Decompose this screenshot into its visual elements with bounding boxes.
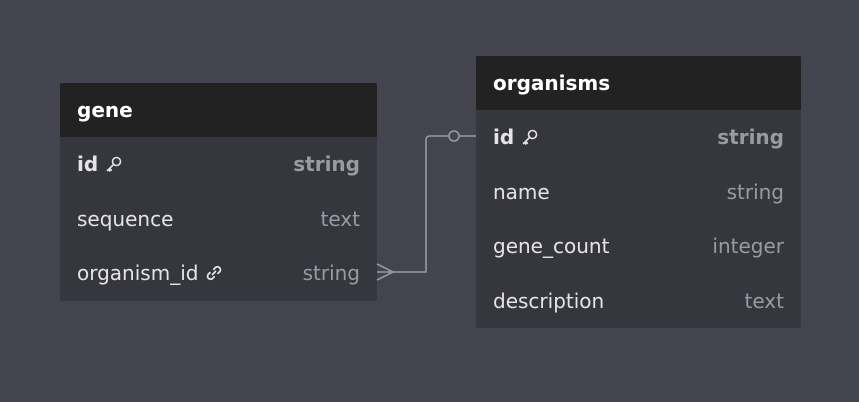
column-name: organism_id bbox=[77, 261, 199, 286]
link-icon bbox=[205, 264, 223, 282]
column-name: name bbox=[493, 179, 550, 204]
table-header-organisms[interactable]: organisms bbox=[476, 56, 801, 110]
column-type: string bbox=[717, 125, 784, 150]
column-type: string bbox=[726, 179, 784, 204]
table-organisms[interactable]: organisms id string name string gene_cou… bbox=[476, 56, 801, 328]
key-icon bbox=[521, 128, 539, 146]
column-name: id bbox=[77, 152, 99, 177]
column-type: string bbox=[293, 152, 360, 177]
column-name: description bbox=[493, 288, 605, 313]
column-type: text bbox=[320, 206, 360, 231]
many-cardinality-marker bbox=[376, 263, 395, 281]
column-row-gene-count[interactable]: gene_count integer bbox=[476, 219, 801, 274]
table-gene[interactable]: gene id string sequence text organism_id bbox=[60, 83, 377, 301]
column-name: id bbox=[493, 125, 515, 150]
column-type: text bbox=[744, 288, 784, 313]
column-row-id[interactable]: id string bbox=[476, 110, 801, 165]
relationship-line[interactable] bbox=[377, 135, 449, 273]
column-row-organism-id[interactable]: organism_id string bbox=[60, 246, 377, 301]
one-cardinality-marker bbox=[448, 130, 460, 142]
column-name: sequence bbox=[77, 206, 174, 231]
column-name: gene_count bbox=[493, 234, 610, 259]
column-type: integer bbox=[712, 234, 784, 259]
column-row-description[interactable]: description text bbox=[476, 274, 801, 329]
column-row-name[interactable]: name string bbox=[476, 165, 801, 220]
table-title: gene bbox=[77, 98, 133, 122]
column-row-sequence[interactable]: sequence text bbox=[60, 192, 377, 247]
key-icon bbox=[105, 155, 123, 173]
column-row-id[interactable]: id string bbox=[60, 137, 377, 192]
table-header-gene[interactable]: gene bbox=[60, 83, 377, 137]
table-title: organisms bbox=[493, 71, 611, 95]
column-type: string bbox=[302, 261, 360, 286]
